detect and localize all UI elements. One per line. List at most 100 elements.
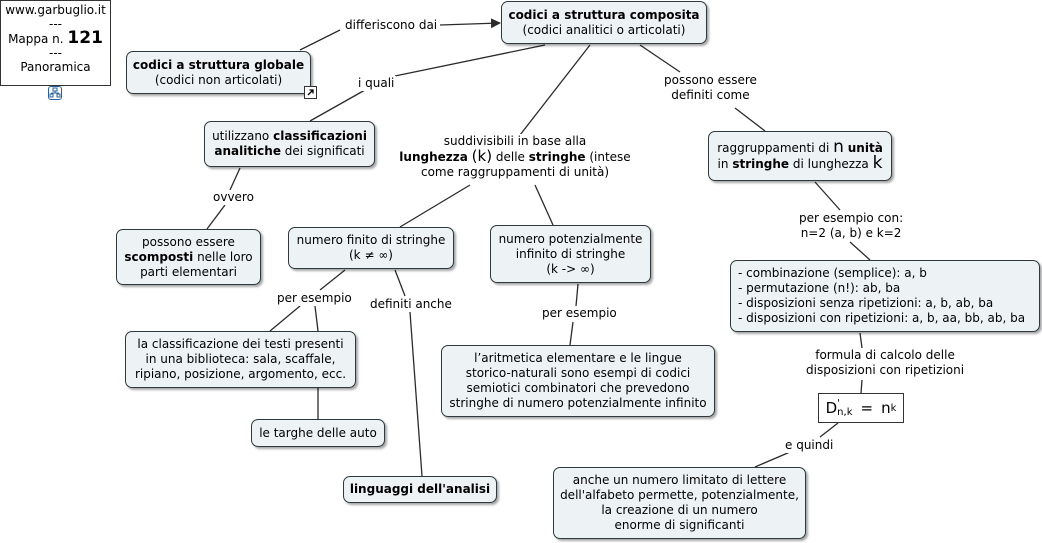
node-raggruppamenti[interactable]: raggruppamenti di n unità in stringhe di… [708, 131, 892, 181]
anche-line1: anche un numero limitato di lettere [572, 473, 787, 487]
node-classificazioni[interactable]: utilizzano classificazioni analitiche de… [204, 121, 375, 167]
composite-subtitle: (codici analitici o articolati) [522, 22, 686, 37]
label-per-esempio-2: per esempio [540, 306, 619, 321]
classif-pre: utilizzano [212, 129, 270, 143]
finite-line2: (k ≠ ∞) [349, 248, 393, 262]
map-number: 121 [67, 28, 103, 48]
link-combo-formula [859, 332, 863, 349]
label-possono: possono essere definiti come [662, 73, 759, 103]
node-finite[interactable]: numero finito di stringhe (k ≠ ∞) [288, 227, 454, 269]
node-scomposti[interactable]: possono essere scomposti nelle loro part… [116, 229, 261, 285]
formula-exp: k [890, 402, 897, 414]
infinite-line2: infinito di stringhe [515, 246, 626, 261]
label-per-esempio-con: per esempio con: n=2 (a, b) e k=2 [797, 211, 906, 241]
link-finite-definiti [394, 269, 406, 297]
link-raggr-peresc [814, 181, 841, 211]
combo-line3: - disposizioni senza ripetizioni: a, b, … [738, 296, 994, 310]
node-anche[interactable]: anche un numero limitato di lettere dell… [553, 467, 806, 539]
formula-indices: ' n,k [837, 398, 853, 418]
suddiv-delle: delle [495, 150, 525, 164]
scomp-text: possono essere scomposti nelle loro part… [123, 235, 254, 280]
suddiv-intese: (intese [589, 150, 631, 164]
anche-line3: la creazione di un numero [601, 503, 758, 517]
label-iquali: i quali [356, 76, 397, 91]
info-separator: --- [49, 17, 62, 31]
suddiv-line1: suddivisibili in base alla [443, 134, 587, 148]
label-formula: formula di calcolo delle disposizioni co… [804, 348, 967, 378]
node-infinite[interactable]: numero potenzialmente infinito di string… [490, 225, 651, 283]
library-line3: ripiano, posizione, argomento, ecc. [134, 367, 347, 381]
link-equindi-anche [754, 451, 791, 468]
node-formula[interactable]: D ' n,k = n k [818, 393, 904, 423]
view-label: Panoramica [20, 60, 91, 74]
link-composite-suddiv [519, 44, 591, 136]
link-suddiv-finite [399, 184, 471, 228]
label-e-quindi: e quindi [783, 438, 836, 453]
infinite-line3: (k -> ∞) [546, 261, 595, 276]
combo-line2: - permutazione (n!): ab, ba [738, 281, 901, 295]
info-separator-2: --- [49, 46, 62, 60]
raggr-stringhe: stringhe [732, 157, 790, 171]
formula-D: D [825, 399, 838, 417]
link-possono-raggr [734, 107, 766, 132]
overview-map-icon[interactable] [48, 86, 62, 100]
raggr-line2: in stringhe di lunghezza k [717, 155, 883, 172]
aritm-line3: semiotici combinatori che prevedono [466, 381, 690, 395]
link-finite-peres1 [319, 269, 346, 291]
label-definiti-anche: definiti anche [368, 297, 454, 312]
raggr-n: n [833, 137, 844, 157]
aritm-line1: l’aritmetica elementare e le lingue [474, 351, 682, 365]
label-differiscono: differiscono dai [343, 18, 440, 33]
global-subtitle: (codici non articolati) [154, 72, 283, 87]
map-number-line: Mappa n. 121 [1, 28, 110, 48]
classif-post: dei significati [284, 144, 365, 158]
global-title: codici a struttura globale [132, 57, 305, 72]
link-ovvero-scomp [206, 204, 226, 230]
library-line1: la classificazione dei testi presenti [137, 337, 344, 351]
formula-label-line1: formula di calcolo delle [815, 348, 955, 362]
label-per-esempio-1: per esempio [275, 291, 354, 306]
link-classif-ovvero [229, 167, 241, 191]
infinite-line1: numero potenzialmente [498, 231, 643, 246]
formula-sub: n,k [837, 407, 853, 418]
possono-line2: definiti come [671, 88, 750, 102]
formula-label-line2: disposizioni con ripetizioni [806, 363, 965, 377]
node-combinazioni[interactable]: - combinazione (semplice): a, b - permut… [730, 260, 1040, 332]
link-peresc-combo [849, 241, 871, 261]
raggr-di: di lunghezza [792, 157, 869, 171]
node-targhe[interactable]: le targhe delle auto [251, 419, 385, 447]
anche-line2: dell'alfabeto permette, potenzialmente, [560, 488, 799, 502]
formula-n: n [881, 399, 891, 417]
raggr-line1: raggruppamenti di n unità [717, 137, 883, 157]
label-suddivisibili: suddivisibili in base alla lunghezza (k)… [395, 134, 635, 180]
formula-sup: ' [837, 398, 840, 409]
node-aritmetica[interactable]: l’aritmetica elementare e le lingue stor… [441, 345, 715, 417]
peres-con-line1: per esempio con: [799, 211, 904, 225]
external-link-icon[interactable] [304, 86, 317, 99]
classif-line1: utilizzano classificazioni analitiche de… [205, 129, 374, 159]
scomp-pre: possono essere [142, 234, 235, 249]
link-box-equindi [819, 422, 839, 438]
site-url[interactable]: www.garbuglio.it [5, 3, 106, 17]
formula-eq: = [860, 399, 874, 417]
node-biblioteca[interactable]: la classificazione dei testi presenti in… [125, 331, 356, 388]
link-global-differiscono [299, 29, 341, 51]
suddiv-stringhe: stringhe [528, 150, 586, 164]
library-line2: in una biblioteca: sala, scaffale, [145, 352, 336, 366]
combo-line1: - combinazione (semplice): a, b [738, 266, 927, 280]
link-composite-possono [639, 44, 681, 73]
finite-line1: numero finito di stringhe [296, 233, 446, 247]
suddiv-k: (k) [471, 147, 493, 165]
map-prefix: Mappa n. [8, 32, 64, 46]
suddiv-line3: come raggruppamenti di unità) [420, 165, 610, 179]
scomp-post: nelle loro parti elementari [140, 249, 253, 279]
raggr-pre: raggruppamenti di [717, 141, 830, 155]
link-peres1-library2 [314, 305, 319, 332]
link-iquali-classif [309, 89, 366, 122]
node-global[interactable]: codici a struttura globale (codici non a… [126, 51, 311, 94]
node-linguaggi[interactable]: linguaggi dell'analisi [343, 476, 497, 503]
map-info-box: www.garbuglio.it --- Mappa n. 121 --- Pa… [0, 0, 111, 86]
raggr-in: in [717, 157, 729, 171]
node-composite[interactable]: codici a struttura composita (codici ana… [501, 1, 707, 44]
